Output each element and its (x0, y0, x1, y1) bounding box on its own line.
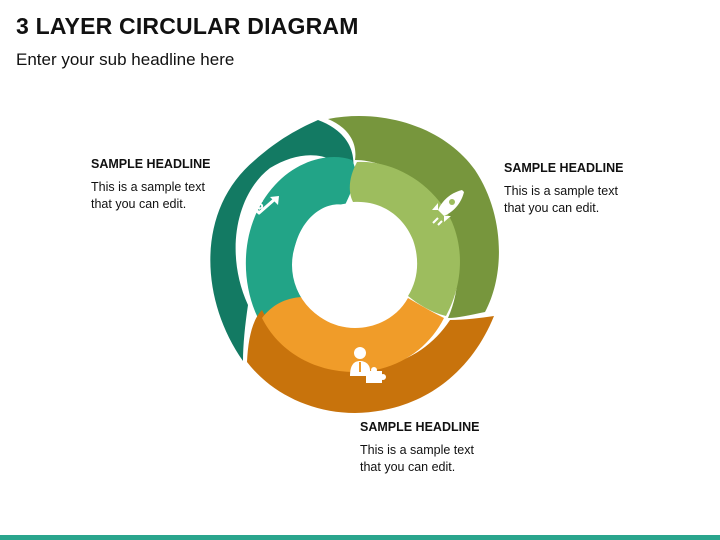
segment-bottom-outer (247, 310, 494, 413)
footer-bar (0, 535, 720, 540)
person-puzzle-icon (350, 347, 386, 383)
rocket-icon (432, 190, 464, 226)
callout-left-headline: SAMPLE HEADLINE (91, 157, 211, 171)
center-hole (292, 203, 416, 327)
segment-left-outer (210, 120, 354, 361)
dollar-growth-icon: $ (241, 196, 279, 219)
callout-left: SAMPLE HEADLINE This is a sample text th… (91, 156, 221, 213)
page-subtitle: Enter your sub headline here (16, 50, 235, 69)
callout-right-text: This is a sample text that you can edit. (504, 184, 618, 215)
callout-bottom-text: This is a sample text that you can edit. (360, 443, 474, 474)
callout-right-headline: SAMPLE HEADLINE (504, 161, 624, 175)
segment-bottom-inner (262, 297, 444, 372)
callout-right: SAMPLE HEADLINE This is a sample text th… (504, 160, 634, 217)
segment-bottom[interactable] (247, 297, 494, 413)
callout-bottom: SAMPLE HEADLINE This is a sample text th… (360, 419, 490, 476)
segment-left[interactable]: $ (210, 120, 356, 361)
segment-right[interactable] (328, 116, 499, 319)
svg-text:$: $ (255, 196, 264, 213)
callout-bottom-headline: SAMPLE HEADLINE (360, 420, 480, 434)
segment-right-outer (328, 116, 499, 319)
page-title: 3 LAYER CIRCULAR DIAGRAM (16, 13, 359, 39)
segment-right-inner (349, 161, 460, 316)
callout-left-text: This is a sample text that you can edit. (91, 180, 205, 211)
